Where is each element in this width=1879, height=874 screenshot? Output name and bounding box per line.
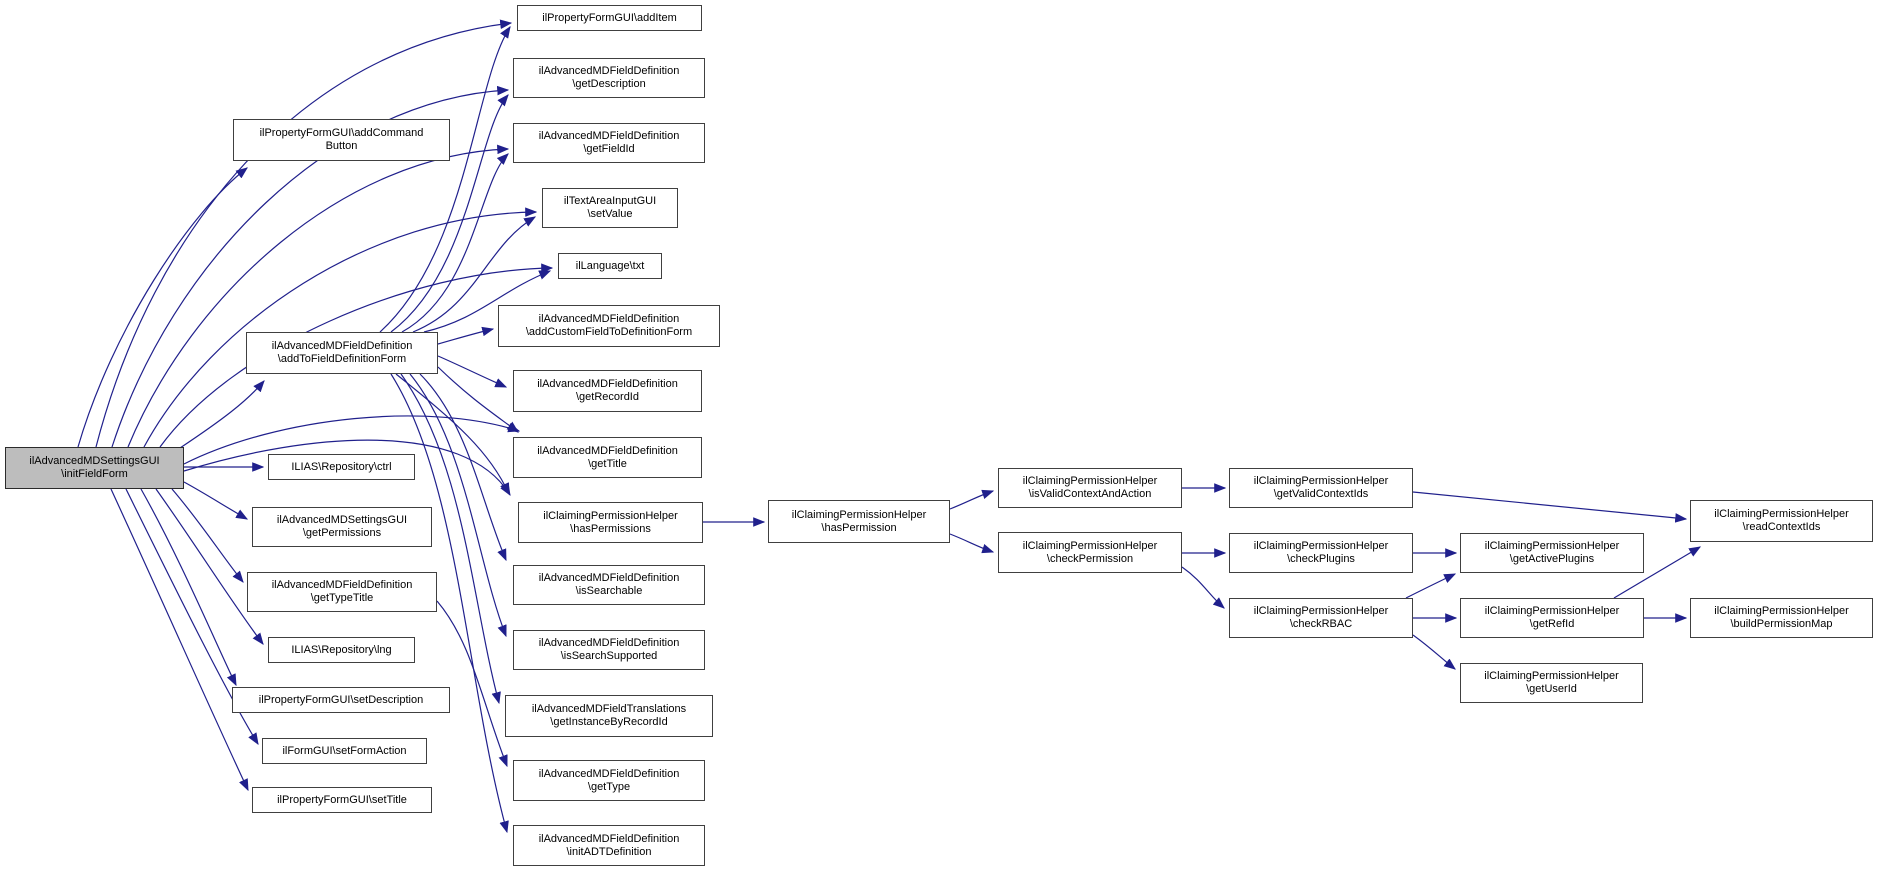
edge-getrefid-readcontextids [1613, 546, 1702, 599]
node-check-plugins[interactable]: ilClaimingPermissionHelper \checkPlugins [1229, 533, 1413, 573]
node-get-user-id[interactable]: ilClaimingPermissionHelper \getUserId [1460, 663, 1643, 703]
node-get-description[interactable]: ilAdvancedMDFieldDefinition \getDescript… [513, 58, 705, 98]
node-get-title[interactable]: ilAdvancedMDFieldDefinition \getTitle [513, 437, 702, 478]
edge-addtofield-getdescription [390, 94, 509, 333]
node-read-context-ids[interactable]: ilClaimingPermissionHelper \readContextI… [1690, 500, 1873, 542]
node-get-active-plugins[interactable]: ilClaimingPermissionHelper \getActivePlu… [1460, 533, 1644, 573]
edge-initfieldform-gettitle [183, 415, 521, 465]
edge-initfieldform-haspermissions [183, 439, 511, 497]
edge-checkrbac-getactiveplugins [1405, 573, 1457, 599]
edge-initfieldform-additem [95, 19, 513, 448]
edge-gettypetitle-gettype [436, 600, 508, 768]
node-add-item[interactable]: ilPropertyFormGUI\addItem [517, 5, 702, 31]
edge-checkpermission-checkrbac [1181, 566, 1225, 609]
node-set-form-action[interactable]: ilFormGUI\setFormAction [262, 738, 427, 764]
node-get-type-title[interactable]: ilAdvancedMDFieldDefinition \getTypeTitl… [247, 572, 437, 612]
node-check-rbac[interactable]: ilClaimingPermissionHelper \checkRBAC [1229, 598, 1413, 638]
node-add-custom-field-to-definition-form[interactable]: ilAdvancedMDFieldDefinition \addCustomFi… [498, 305, 720, 347]
node-ctrl[interactable]: ILIAS\Repository\ctrl [268, 454, 415, 480]
node-has-permissions[interactable]: ilClaimingPermissionHelper \hasPermissio… [518, 502, 703, 543]
edge-addtofield-addcustomfield [437, 326, 495, 345]
edge-initfieldform-setformaction [125, 488, 259, 746]
node-add-command-button[interactable]: ilPropertyFormGUI\addCommand Button [233, 119, 450, 161]
node-get-permissions[interactable]: ilAdvancedMDSettingsGUI \getPermissions [252, 507, 432, 547]
node-txt[interactable]: ilLanguage\txt [558, 253, 662, 279]
edge-initfieldform-txt [159, 263, 554, 448]
node-init-field-form[interactable]: ilAdvancedMDSettingsGUI \initFieldForm [5, 447, 184, 489]
edge-addtofield-additem [379, 25, 511, 333]
edge-addtofield-issearchsupported [409, 373, 507, 638]
edge-addtofield-setvalue [412, 216, 537, 333]
edge-initfieldform-settitle [110, 488, 249, 792]
edge-addtofield-initadtdefinition [390, 373, 509, 834]
node-lng[interactable]: ILIAS\Repository\lng [268, 637, 415, 663]
node-add-to-field-definition-form[interactable]: ilAdvancedMDFieldDefinition \addToFieldD… [246, 332, 438, 374]
edge-haspermission-isvalidcontextandaction [949, 489, 995, 510]
edge-addtofield-getrecordid [437, 355, 508, 388]
node-build-permission-map[interactable]: ilClaimingPermissionHelper \buildPermiss… [1690, 598, 1873, 638]
edge-initfieldform-lng [155, 488, 264, 645]
node-has-permission[interactable]: ilClaimingPermissionHelper \hasPermissio… [768, 500, 950, 543]
edge-initfieldform-setdescription [140, 488, 237, 687]
node-is-searchable[interactable]: ilAdvancedMDFieldDefinition \isSearchabl… [513, 565, 705, 605]
edge-checkrbac-getuserid [1412, 634, 1456, 670]
node-get-type[interactable]: ilAdvancedMDFieldDefinition \getType [513, 760, 705, 801]
edge-addtofield-gettitle [437, 366, 519, 433]
node-get-ref-id[interactable]: ilClaimingPermissionHelper \getRefId [1460, 598, 1644, 638]
edge-initfieldform-getpermissions [183, 481, 249, 520]
edge-getvalidcontextids-readcontextids [1412, 491, 1688, 523]
edge-addtofield-getfieldid [401, 153, 509, 333]
node-init-adt-definition[interactable]: ilAdvancedMDFieldDefinition \initADTDefi… [513, 825, 705, 866]
edge-initfieldform-setvalue [143, 207, 538, 448]
edge-initfieldform-addcommandbutton [77, 167, 248, 448]
edge-addtofield-haspermissions [395, 373, 510, 496]
node-set-value[interactable]: ilTextAreaInputGUI \setValue [542, 188, 678, 228]
node-get-field-id[interactable]: ilAdvancedMDFieldDefinition \getFieldId [513, 123, 705, 163]
edge-addtofield-getinstancebyrecordid [400, 373, 501, 705]
node-is-valid-context-and-action[interactable]: ilClaimingPermissionHelper \isValidConte… [998, 468, 1182, 508]
node-get-record-id[interactable]: ilAdvancedMDFieldDefinition \getRecordId [513, 370, 702, 412]
edge-addtofield-txt [423, 270, 552, 333]
node-check-permission[interactable]: ilClaimingPermissionHelper \checkPermiss… [998, 532, 1182, 573]
node-is-search-supported[interactable]: ilAdvancedMDFieldDefinition \isSearchSup… [513, 630, 705, 670]
edge-initfieldform-getdescription [111, 85, 510, 448]
node-set-description[interactable]: ilPropertyFormGUI\setDescription [232, 687, 450, 713]
node-set-title[interactable]: ilPropertyFormGUI\setTitle [252, 787, 432, 813]
edge-haspermission-checkpermission [949, 533, 995, 554]
edge-addtofield-issearchable [419, 373, 507, 562]
node-get-instance-by-record-id[interactable]: ilAdvancedMDFieldTranslations \getInstan… [505, 695, 713, 737]
edge-initfieldform-addtofielddefinitionform [179, 380, 265, 449]
node-get-valid-context-ids[interactable]: ilClaimingPermissionHelper \getValidCont… [1229, 468, 1413, 508]
edge-initfieldform-gettypetitle [171, 488, 244, 583]
